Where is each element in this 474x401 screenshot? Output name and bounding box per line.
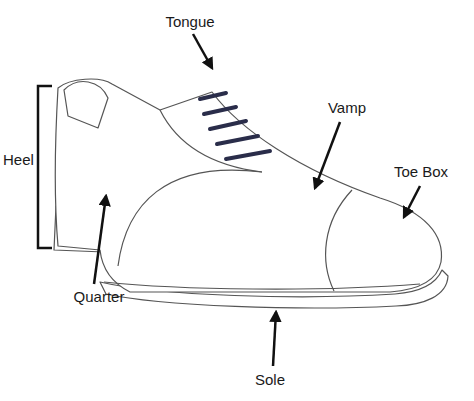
cap-toe-seam xyxy=(326,190,352,291)
eyestay-line xyxy=(160,110,262,172)
part-label: Heel xyxy=(3,151,34,169)
part-label: Vamp xyxy=(328,99,366,117)
part-label: Toe Box xyxy=(394,163,448,181)
welt-line xyxy=(104,282,420,289)
laces xyxy=(200,93,270,159)
leader-arrows xyxy=(94,34,420,366)
heel-bracket xyxy=(38,86,52,248)
part-label: Tongue xyxy=(165,13,214,31)
part-label: Quarter xyxy=(74,288,125,306)
collar-flap xyxy=(64,82,108,128)
part-label: Sole xyxy=(255,371,285,389)
quarter-seam xyxy=(118,170,262,266)
shoe-upper xyxy=(55,79,441,292)
